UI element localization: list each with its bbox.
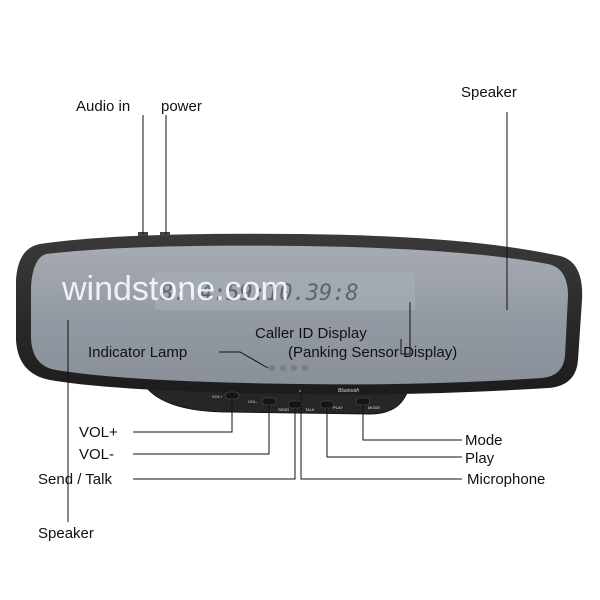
- bluetooth-logo: Bluetooth: [338, 388, 359, 394]
- watermark: windstone.com: [61, 270, 289, 308]
- vol-plus-button-label: VOL+: [212, 394, 223, 399]
- label-microphone: Microphone: [467, 471, 545, 488]
- indicator-lamp-2: [279, 364, 287, 372]
- talk-label: TALK: [305, 407, 315, 412]
- mode-button[interactable]: MODE: [355, 397, 380, 410]
- leader-lines: [67, 112, 508, 522]
- label-play: Play: [465, 450, 495, 467]
- vol-plus-button[interactable]: VOL+: [212, 391, 240, 400]
- microphone-hole: [298, 389, 302, 393]
- caller-id-display: [155, 272, 415, 310]
- mode-label: MODE: [368, 405, 380, 410]
- label-send-talk: Send / Talk: [38, 471, 112, 488]
- label-caller-id: Caller ID Display: [255, 325, 367, 342]
- label-audio-in: Audio in: [76, 98, 130, 115]
- display-readout: 8:.4:59:10.39:8: [160, 281, 359, 306]
- label-speaker-right: Speaker: [461, 84, 517, 101]
- play-label: PLAY: [333, 405, 343, 410]
- vol-minus-button-label: VOL-: [248, 399, 258, 404]
- label-parking-sensor: (Panking Sensor Display): [288, 344, 457, 361]
- indicator-lamp-4: [301, 364, 309, 372]
- label-vol-plus: VOL+: [79, 424, 118, 441]
- indicator-lamp-3: [290, 364, 298, 372]
- label-power: power: [161, 98, 202, 115]
- label-vol-minus: VOL-: [79, 446, 114, 463]
- label-mode: Mode: [465, 432, 503, 449]
- power-port: [160, 232, 170, 236]
- mirror-glass: [31, 245, 568, 385]
- indicator-lamp-1: [268, 364, 276, 372]
- send-label: SEND: [278, 407, 289, 412]
- label-speaker-left: Speaker: [38, 525, 94, 542]
- label-indicator-lamp: Indicator Lamp: [88, 344, 187, 361]
